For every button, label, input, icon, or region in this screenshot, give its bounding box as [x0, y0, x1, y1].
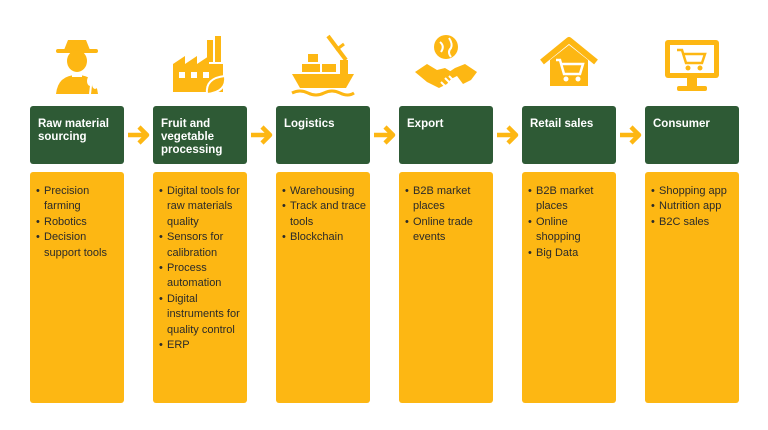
flow-arrow	[372, 124, 398, 146]
stage-title: Fruit and vegetable processing	[153, 106, 247, 164]
computer-cart-icon	[657, 30, 727, 100]
store-cart-icon	[534, 30, 604, 100]
list-item: Precision farming	[36, 184, 120, 215]
flow-arrow	[618, 124, 644, 146]
stage-tools-list: Digital tools for raw materials quality …	[153, 172, 247, 403]
stage-tools-list: Precision farming Robotics Decision supp…	[30, 172, 124, 403]
list-item: Process automation	[159, 261, 243, 292]
stage-tools-list: Shopping app Nutrition app B2C sales	[645, 172, 739, 403]
list-item: Blockchain	[282, 230, 366, 246]
list-item: Big Data	[528, 246, 612, 262]
stage-tools-list: B2B market places Online trade events	[399, 172, 493, 403]
ship-crane-icon	[288, 30, 358, 100]
list-item: B2B market places	[405, 184, 489, 215]
stage-title: Consumer	[645, 106, 739, 164]
stage-tools-list: Warehousing Track and trace tools Blockc…	[276, 172, 370, 403]
list-item: Online shopping	[528, 215, 612, 246]
list-item: Robotics	[36, 215, 120, 231]
stage-title: Export	[399, 106, 493, 164]
flow-arrow	[495, 124, 521, 146]
farmer-icon	[42, 30, 112, 100]
list-item: Warehousing	[282, 184, 366, 200]
flow-arrow	[126, 124, 152, 146]
list-item: Track and trace tools	[282, 199, 366, 230]
stage-tools-list: B2B market places Online shopping Big Da…	[522, 172, 616, 403]
list-item: Shopping app	[651, 184, 735, 200]
list-item: Digital instruments for quality control	[159, 292, 243, 338]
list-item: Sensors for calibration	[159, 230, 243, 261]
flow-arrow	[249, 124, 275, 146]
list-item: Online trade events	[405, 215, 489, 246]
list-item: B2B market places	[528, 184, 612, 215]
globe-handshake-icon	[411, 30, 481, 100]
stage-title: Retail sales	[522, 106, 616, 164]
list-item: Decision support tools	[36, 230, 120, 261]
list-item: B2C sales	[651, 215, 735, 231]
stage-title: Raw material sourcing	[30, 106, 124, 164]
list-item: ERP	[159, 338, 243, 354]
stage-title: Logistics	[276, 106, 370, 164]
factory-leaf-icon	[165, 30, 235, 100]
list-item: Digital tools for raw materials quality	[159, 184, 243, 230]
list-item: Nutrition app	[651, 199, 735, 215]
